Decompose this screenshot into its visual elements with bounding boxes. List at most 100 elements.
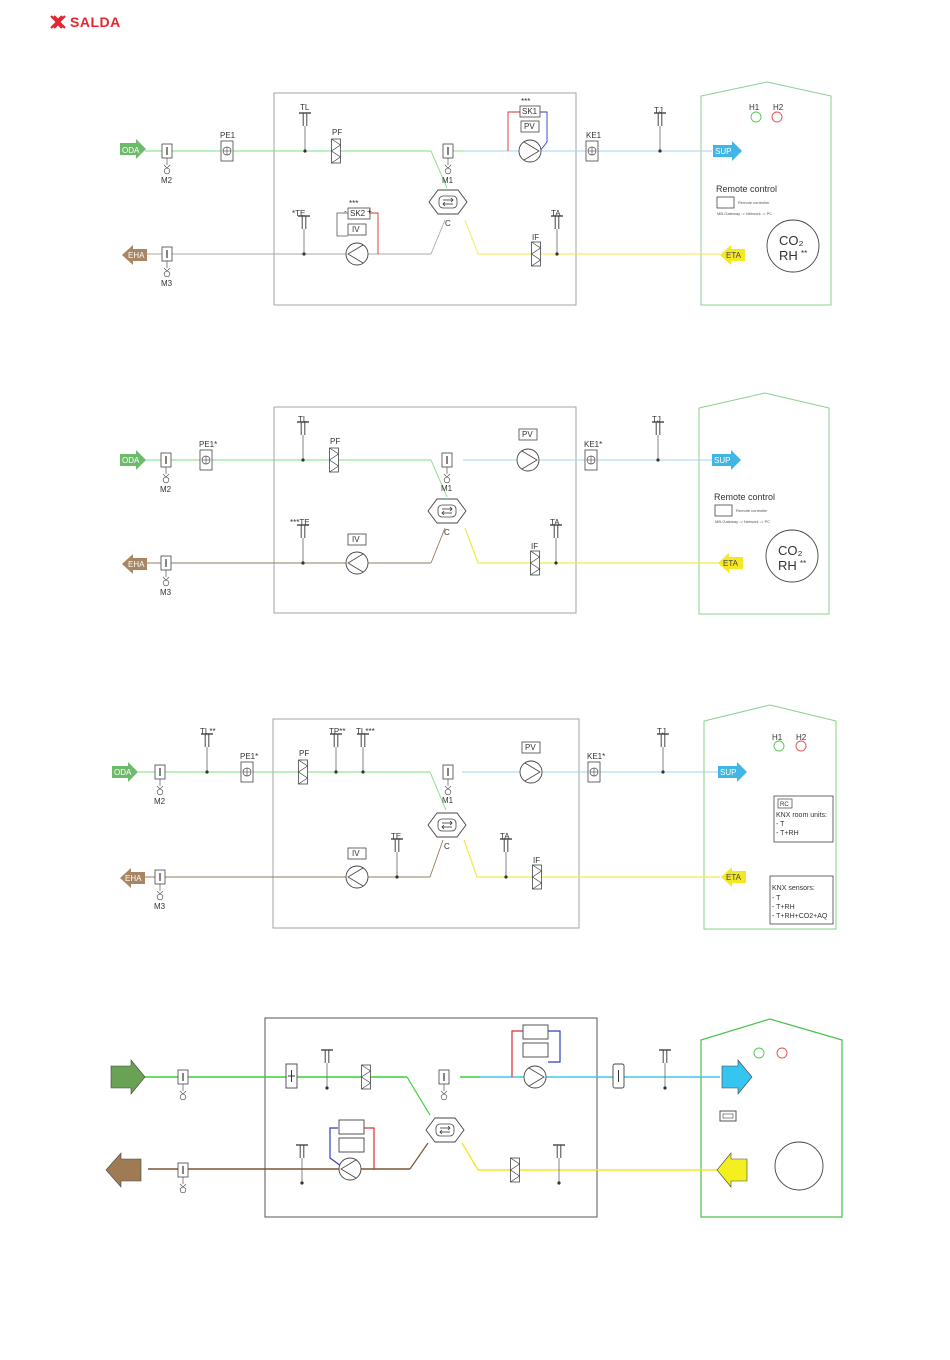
rh-mark: **: [800, 559, 806, 568]
sk1-label: SK1: [522, 107, 538, 116]
knx-sensors-item: - T+RH+CO2+AQ: [772, 913, 828, 920]
knx-sensors-item: - T+RH: [772, 904, 795, 911]
m2-label: M2: [160, 485, 172, 494]
m1-label: M1: [441, 484, 453, 493]
scheme-2: ODA EHA SUP ETA M2 M3 PE1* TL PF M1 C PV…: [120, 392, 830, 615]
rh-label: RH: [779, 248, 798, 263]
m3-label: M3: [160, 588, 172, 597]
scheme-4: [105, 1017, 843, 1218]
brand-logo: SALDA: [50, 14, 121, 30]
salda-logo-icon: [50, 15, 66, 29]
room-outline: [698, 392, 830, 615]
unit-casing: [273, 92, 577, 306]
scheme-1: ODA EHA SUP ETA M2 M3 PE1 TL PF M1 C SK1…: [120, 81, 832, 306]
pv-label: PV: [522, 430, 533, 439]
eta-arrow: [720, 245, 745, 265]
iv-label: IV: [352, 225, 360, 234]
eha-arrow: [120, 868, 145, 888]
co2-rh-sensor: [766, 219, 820, 273]
sk2-minus: -: [344, 207, 347, 216]
eha-arrow: [105, 1152, 142, 1188]
pf-label: PF: [332, 128, 342, 137]
ke-label: KE1*: [584, 440, 602, 449]
h1-label: H1: [772, 733, 783, 742]
remote-controller-label: Remote controller: [738, 200, 770, 205]
brand-name: SALDA: [70, 14, 121, 30]
pf-label: PF: [330, 437, 340, 446]
sk1-mark: ***: [521, 97, 530, 106]
eha-label: EHA: [125, 874, 142, 883]
sk2-plus: +: [367, 207, 372, 216]
pv-label: PV: [525, 743, 536, 752]
remote-controller-icon: [716, 196, 735, 209]
pe-label: PE1*: [240, 752, 258, 761]
sup-arrow: [712, 450, 741, 470]
eha-label: EHA: [128, 251, 145, 260]
eta-arrow: [721, 867, 746, 887]
unit-casing: [272, 718, 580, 929]
m3-label: M3: [154, 902, 166, 911]
sk2-mark: ***: [349, 199, 358, 208]
tj-label: TJ: [654, 106, 663, 115]
eta-label: ETA: [726, 251, 742, 260]
eha-arrow: [122, 245, 147, 265]
pv-label: PV: [524, 122, 535, 131]
eta-label: ETA: [726, 873, 742, 882]
hx-label: C: [444, 842, 450, 851]
sup-label: SUP: [715, 147, 731, 156]
if-label: IF: [533, 856, 540, 865]
tp-label: TP**: [329, 727, 345, 736]
tj-label: TJ: [657, 727, 666, 736]
rc-label: RC: [780, 802, 789, 808]
oda-arrow: [112, 762, 138, 782]
room-outline: [700, 81, 832, 306]
pf-label: PF: [299, 749, 309, 758]
remote-control-title: Remote control: [714, 492, 775, 502]
knx-sensors-item: - T: [772, 895, 781, 902]
m3-label: M3: [161, 279, 173, 288]
scheme-3: ODA EHA SUP ETA M2 M3 TL** PE1* PF TP** …: [112, 704, 837, 930]
knx-sensors-title: KNX sensors:: [772, 885, 815, 892]
ta-label: TA: [500, 832, 510, 841]
sup-label: SUP: [720, 768, 736, 777]
ke-label: KE1*: [587, 752, 605, 761]
remote-network-label: MB-Gateway -> Network -> PC: [715, 519, 770, 524]
eta-label: ETA: [723, 559, 739, 568]
hx-label: C: [445, 219, 451, 228]
tj-label: TJ: [652, 415, 661, 424]
iv-label: IV: [352, 535, 360, 544]
knx-room-item: - T+RH: [776, 830, 799, 837]
oda-label: ODA: [114, 768, 132, 777]
sup-label: SUP: [714, 456, 730, 465]
oda-label: ODA: [122, 146, 140, 155]
oda-arrow: [110, 1059, 146, 1095]
unit-casing: [273, 406, 577, 614]
m1-label: M1: [442, 796, 454, 805]
co2-label: CO₂: [779, 233, 804, 248]
iv-label: IV: [352, 849, 360, 858]
if-label: IF: [531, 542, 538, 551]
ta-label: TA: [550, 518, 560, 527]
sk2-label: SK2: [350, 209, 366, 218]
te-label: ***TE: [290, 518, 310, 527]
h2-label: H2: [796, 733, 807, 742]
h2-label: H2: [773, 103, 784, 112]
remote-control-title: Remote control: [716, 184, 777, 194]
remote-network-label: MB-Gateway -> Network -> PC: [717, 211, 772, 216]
unit-casing: [264, 1017, 598, 1218]
tl-label: TL: [298, 415, 308, 424]
co2-rh-sensor: [765, 529, 819, 583]
te-label: TE: [391, 832, 401, 841]
oda-arrow: [120, 450, 146, 470]
rh-mark: **: [801, 249, 807, 258]
oda-label: ODA: [122, 456, 140, 465]
knx-room-title: KNX room units:: [776, 812, 827, 819]
ke-label: KE1: [586, 131, 602, 140]
remote-controller-icon: [719, 1110, 737, 1122]
remote-controller-label: Remote controller: [736, 508, 768, 513]
m2-label: M2: [161, 176, 173, 185]
co2-rh-sensor: [774, 1141, 824, 1191]
rh-label: RH: [778, 558, 797, 573]
eha-label: EHA: [128, 560, 145, 569]
